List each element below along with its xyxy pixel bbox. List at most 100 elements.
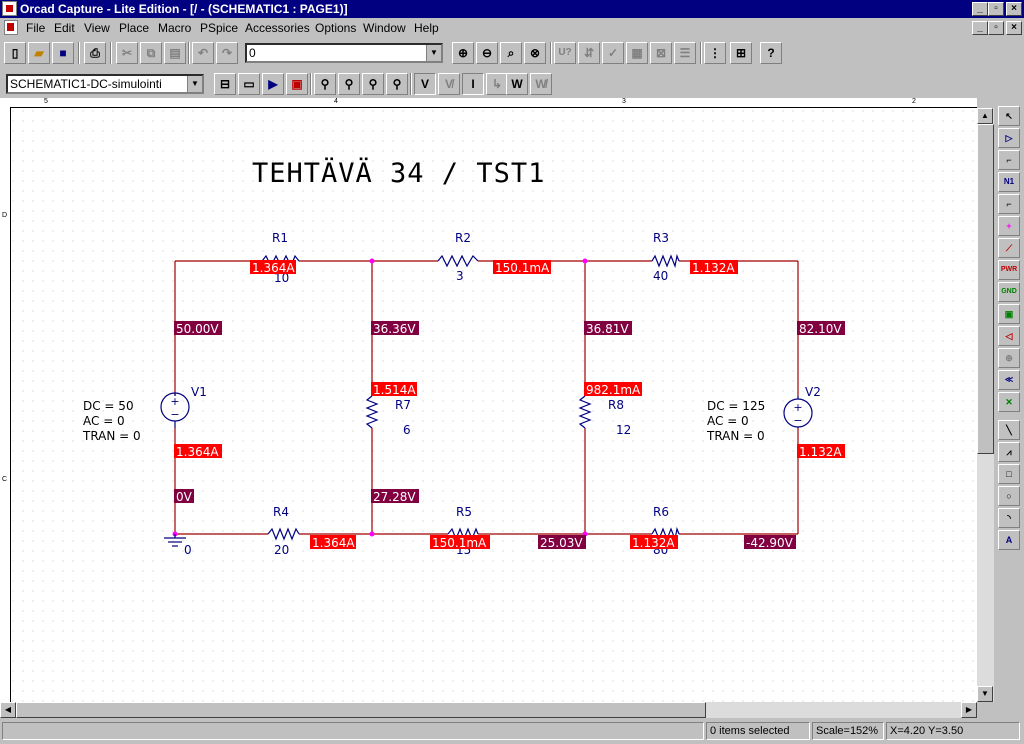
scroll-up-icon[interactable]: ▲ [977,108,993,124]
v1-tran-label[interactable]: TRAN = 0 [82,429,141,443]
cut-icon[interactable]: ✂ [116,42,138,64]
voltage-label-n8[interactable]: -42.90V [746,536,794,550]
r3-value-label[interactable]: 40 [653,269,668,283]
select-tool-icon[interactable]: ↖ [998,106,1020,126]
place-rectangle-icon[interactable]: □ [998,464,1020,484]
place-net-alias-icon[interactable]: N1 [998,172,1020,192]
chevron-down-icon[interactable]: ▼ [187,76,202,92]
v1-ref-label[interactable]: V1 [191,385,207,399]
v2-ref-label[interactable]: V2 [805,385,821,399]
r7-ref-label[interactable]: R7 [395,398,411,412]
current-label-r1[interactable]: 1.364A [252,261,295,275]
v2-dc-label[interactable]: DC = 125 [707,399,765,413]
new-file-icon[interactable]: ▯ [4,42,26,64]
voltage-label-n5[interactable]: 0V [176,490,193,504]
menu-options[interactable]: Options [315,21,357,35]
snap-to-grid-icon[interactable]: ⋮ [704,42,726,64]
current-label-r7[interactable]: 1.514A [373,383,416,397]
place-text-icon[interactable]: A [998,530,1020,550]
resistor-r4-icon[interactable] [267,527,300,541]
bill-of-materials-icon[interactable]: ☰ [674,42,696,64]
app-icon[interactable] [2,1,17,16]
r5-ref-label[interactable]: R5 [456,505,472,519]
copy-icon[interactable]: ⧉ [140,42,162,64]
current-label-r3[interactable]: 1.132A [692,261,735,275]
maximize-button[interactable]: ▫ [988,2,1004,16]
r8-ref-label[interactable]: R8 [608,398,624,412]
current-pin-toggle-icon[interactable]: ↳ [486,73,508,95]
ground-symbol-icon[interactable] [164,534,186,547]
current-label-r5[interactable]: 150.1mA [432,536,487,550]
place-ground-icon[interactable]: GND [998,282,1020,302]
v2-tran-label[interactable]: TRAN = 0 [706,429,765,443]
vertical-scrollbar[interactable]: ▲ ▼ [977,108,994,702]
menu-pspice[interactable]: PSpice [200,21,239,35]
scroll-down-icon[interactable]: ▼ [977,686,993,702]
place-hierarchical-block-icon[interactable]: ▣ [998,304,1020,324]
current-label-r6[interactable]: 1.132A [632,536,675,550]
netlist-icon[interactable]: ▦ [626,42,648,64]
vertical-scroll-thumb[interactable] [977,124,994,454]
place-ellipse-icon[interactable]: ○ [998,486,1020,506]
cross-reference-icon[interactable]: ⊠ [650,42,672,64]
bias-current-display-button[interactable]: I [462,73,484,95]
part-combo[interactable]: 0 ▼ [245,43,443,63]
document-icon[interactable] [4,20,18,35]
current-label-v1[interactable]: 1.364A [176,445,219,459]
print-icon[interactable]: ⎙ [84,42,106,64]
resistor-r3-icon[interactable] [651,253,680,269]
menu-macro[interactable]: Macro [158,21,192,35]
voltage-label-n1[interactable]: 50.00V [176,322,219,336]
voltage-label-n2[interactable]: 36.36V [373,322,416,336]
voltage-marker-icon[interactable]: ⚲ [314,73,336,95]
schematic-canvas[interactable]: TEHTÄVÄ 34 / TST1 [12,110,976,702]
place-pin-icon[interactable]: ⊕ [998,348,1020,368]
r1-ref-label[interactable]: R1 [272,231,288,245]
r2-ref-label[interactable]: R2 [455,231,471,245]
resistor-r7-icon[interactable] [365,395,379,429]
place-arc-icon[interactable]: ◝ [998,508,1020,528]
voltage-label-n4[interactable]: 82.10V [799,322,842,336]
scroll-right-icon[interactable]: ▶ [961,702,977,718]
zoom-in-icon[interactable]: ⊕ [452,42,474,64]
redo-icon[interactable]: ↷ [216,42,238,64]
save-icon[interactable]: ■ [52,42,74,64]
horizontal-scroll-thumb[interactable] [16,702,706,718]
menu-edit[interactable]: Edit [54,21,75,35]
place-junction-icon[interactable]: + [998,216,1020,236]
project-manager-icon[interactable]: ⊞ [730,42,752,64]
minimize-button[interactable]: _ [972,2,988,16]
zoom-all-icon[interactable]: ⊗ [524,42,546,64]
place-off-page-connector-icon[interactable]: ≪ [998,370,1020,390]
power-toggle-icon[interactable]: W̸ [530,73,552,95]
bias-voltage-display-button[interactable]: V [414,73,436,95]
resistor-r8-icon[interactable] [578,395,592,429]
open-folder-icon[interactable]: ▰ [28,42,50,64]
menu-window[interactable]: Window [363,21,406,35]
menu-help[interactable]: Help [414,21,439,35]
voltage-label-n3[interactable]: 36.81V [586,322,629,336]
edit-simulation-settings-icon[interactable]: ▭ [238,73,260,95]
zoom-area-icon[interactable]: ⌕ [500,42,522,64]
paste-icon[interactable]: ▤ [164,42,186,64]
differential-marker-icon[interactable]: ⚲ [338,73,360,95]
place-part-icon[interactable]: ▷ [998,128,1020,148]
place-bus-icon[interactable]: ⌐ [998,194,1020,214]
voltage-label-n6[interactable]: 27.28V [373,490,416,504]
place-line-icon[interactable]: ╲ [998,420,1020,440]
voltage-label-n7[interactable]: 25.03V [540,536,583,550]
chevron-down-icon[interactable]: ▼ [426,45,441,61]
menu-view[interactable]: View [84,21,110,35]
view-simulation-results-icon[interactable]: ▣ [286,73,308,95]
simulation-profile-combo[interactable]: SCHEMATIC1-DC-simulointi ▼ [6,74,204,94]
r1-value-label[interactable]: 10 [274,271,289,285]
menu-place[interactable]: Place [119,21,150,35]
power-marker-icon[interactable]: ⚲ [386,73,408,95]
drc-icon[interactable]: ✓ [602,42,624,64]
place-bus-entry-icon[interactable]: ⟋ [998,238,1020,258]
current-label-r4[interactable]: 1.364A [312,536,355,550]
new-simulation-profile-icon[interactable]: ⊟ [214,73,236,95]
doc-close-button[interactable]: × [1006,21,1022,35]
current-label-r8[interactable]: 982.1mA [586,383,641,397]
horizontal-scrollbar[interactable]: ◀ ▶ [0,702,977,718]
